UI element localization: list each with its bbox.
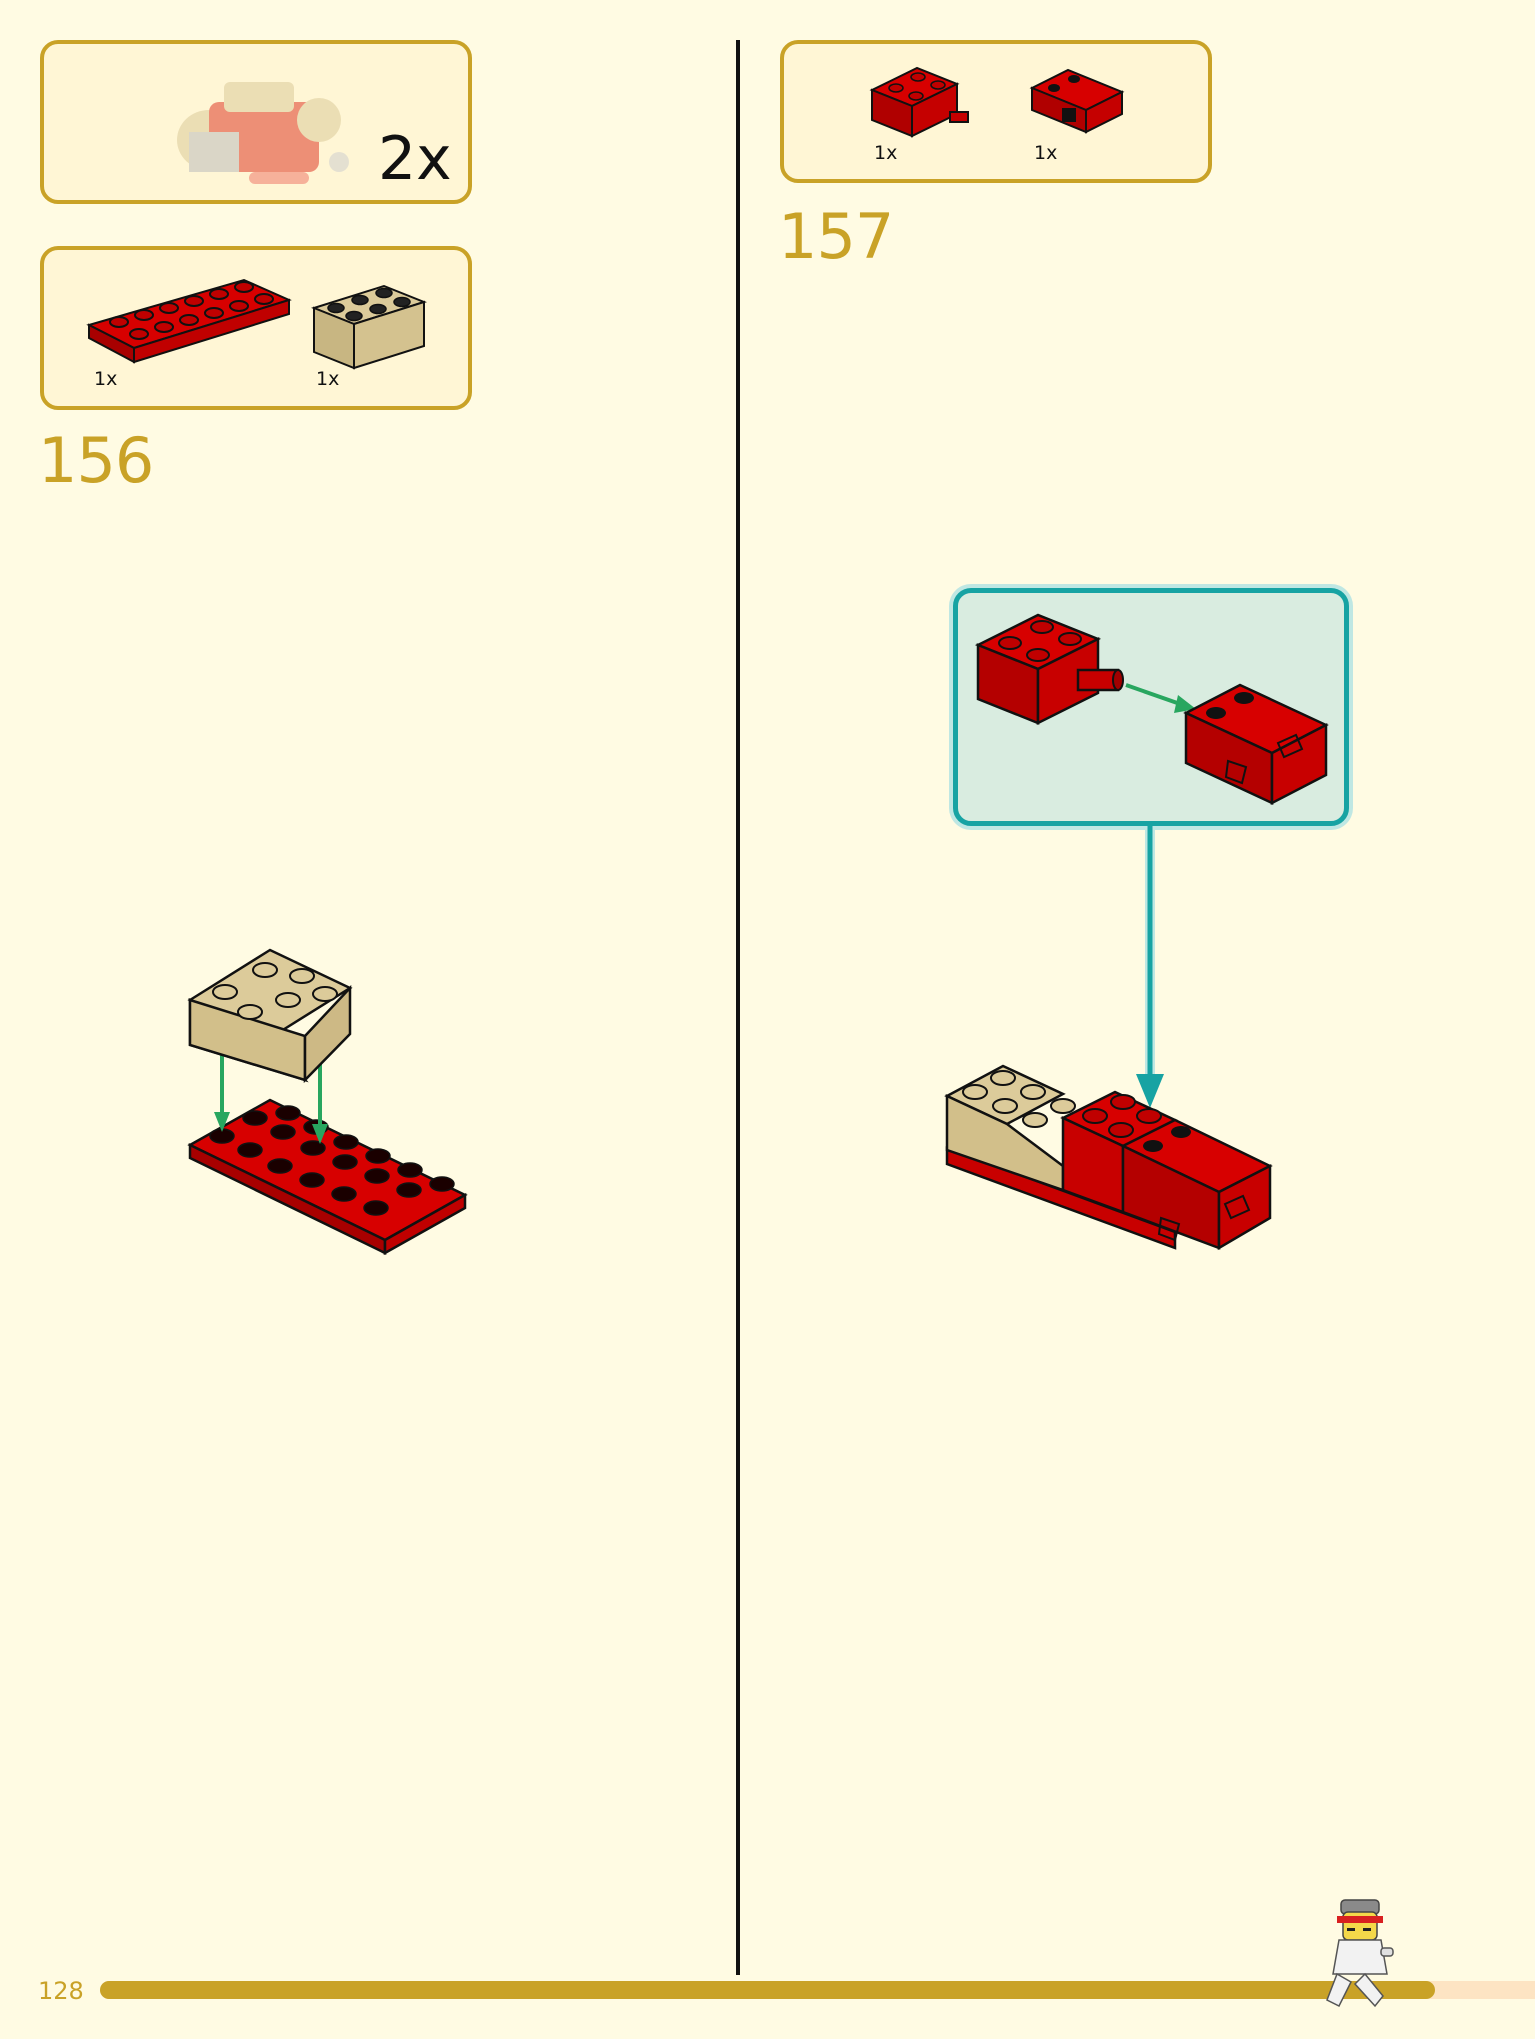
red-brick-with-pin-qty: 1x <box>874 142 898 164</box>
red-plate-qty: 1x <box>94 368 118 390</box>
red-technic-hinge-qty: 1x <box>1034 142 1058 164</box>
submodel-preview-icon <box>177 82 349 184</box>
step-157-parts-callout: 1x 1x <box>780 40 1212 183</box>
detail-connector-arrow <box>1136 826 1164 1108</box>
column-divider <box>736 40 740 1975</box>
step-156-parts-callout: 1x 1x <box>40 246 472 410</box>
red-technic-hinge-icon <box>1029 68 1125 134</box>
sub-assembly-detail-box <box>953 588 1349 826</box>
step-156-assembly-illustration <box>187 948 468 1256</box>
red-plate-2x6-icon <box>86 278 292 364</box>
tan-brick-qty: 1x <box>316 368 340 390</box>
minifigure-progress-icon <box>1326 1899 1394 2008</box>
submodel-multiplier: 2x <box>378 124 452 194</box>
tan-brick-2x3-icon <box>311 284 427 370</box>
step-156-number: 156 <box>38 424 154 497</box>
red-brick-with-pin-icon <box>869 66 969 138</box>
progress-bar <box>100 1981 1535 1999</box>
submodel-callout: 2x <box>40 40 472 204</box>
progress-bar-fill <box>100 1981 1435 1999</box>
sub-assembly-detail-illustration <box>974 613 1329 806</box>
step-157-assembly-illustration <box>944 1064 1273 1251</box>
step-157-number: 157 <box>778 200 894 273</box>
page-number: 128 <box>38 1977 84 2005</box>
